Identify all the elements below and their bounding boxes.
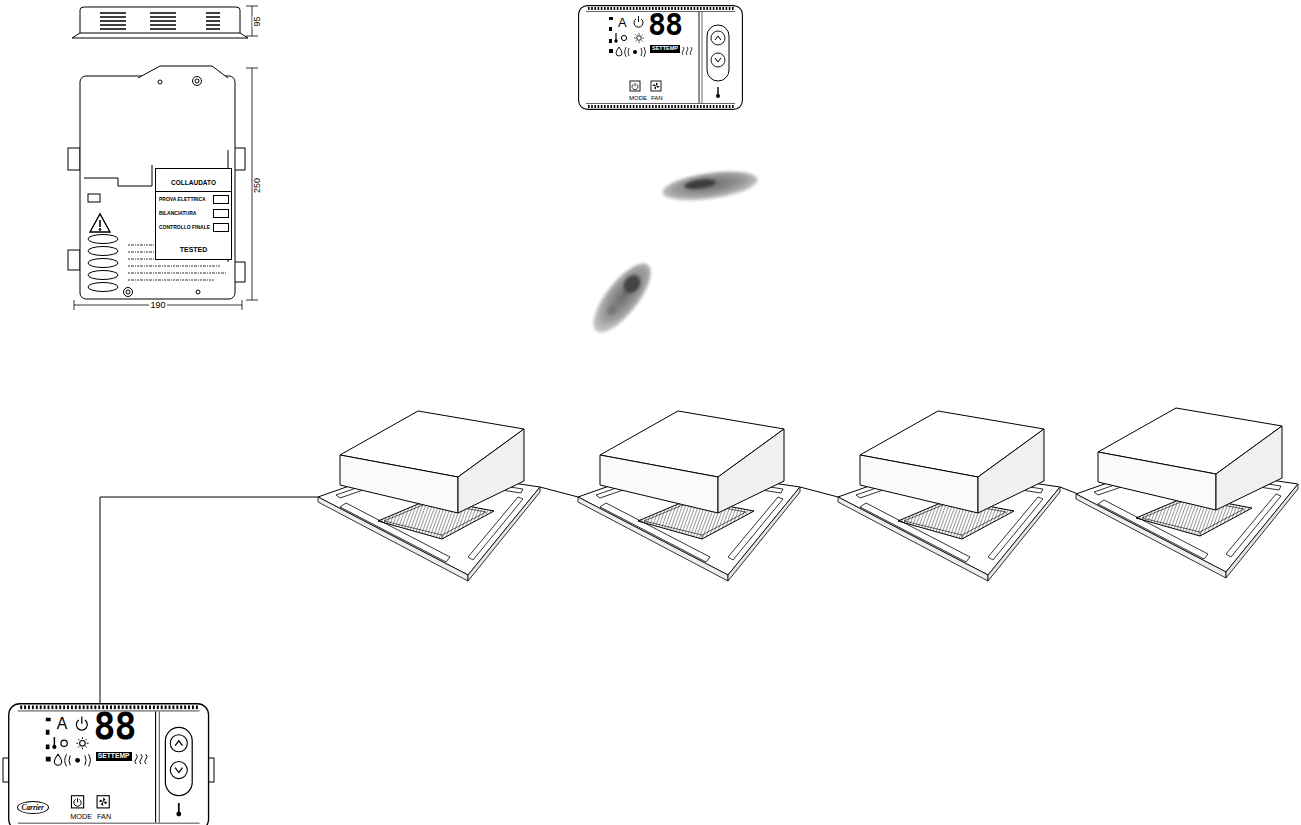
check-box — [213, 223, 229, 232]
wall-thermostat: A 88SETTEMP MODE FAN — [578, 5, 743, 110]
dimension-label: 250 — [254, 176, 263, 193]
test-step: CONTROLLO FINALE — [159, 225, 210, 230]
thermostat-text: A — [57, 716, 68, 732]
thermostat-text: MODE — [629, 95, 647, 101]
check-box — [213, 195, 229, 204]
dimension-label: 190 — [149, 301, 166, 310]
thermostat-text: FAN — [651, 95, 663, 101]
display-digits: 88 — [648, 10, 682, 40]
thermostat-text: MODE — [70, 813, 92, 820]
brand-logo: Carrier — [17, 801, 49, 814]
check-box — [213, 209, 229, 218]
dimension-label: 95 — [252, 15, 261, 27]
display-digits: 88 — [93, 709, 135, 746]
test-label-table: COLLAUDATO PROVA ELETTRICA BILANCIATURA CON… — [155, 168, 232, 260]
table-title: COLLAUDATO — [171, 179, 216, 186]
table-footer: TESTED — [156, 234, 231, 259]
test-step: BILANCIATURA — [159, 211, 196, 216]
thermostat-text: A — [618, 16, 627, 29]
thermostat-text: FAN — [97, 813, 111, 820]
table-row: PROVA ELETTRICA — [156, 192, 231, 206]
test-step: PROVA ELETTRICA — [159, 197, 206, 202]
thermostat-text: SETTEMP — [650, 45, 680, 53]
table-stamp: TESTED — [180, 246, 208, 253]
wall-thermostat: A 88SETTEMP CarrierMODE FAN — [8, 703, 209, 825]
table-row: BILANCIATURA — [156, 206, 231, 220]
table-row: CONTROLLO FINALE — [156, 220, 231, 234]
table-header: COLLAUDATO — [156, 169, 231, 192]
thermostat-text: SETTEMP — [96, 752, 132, 761]
